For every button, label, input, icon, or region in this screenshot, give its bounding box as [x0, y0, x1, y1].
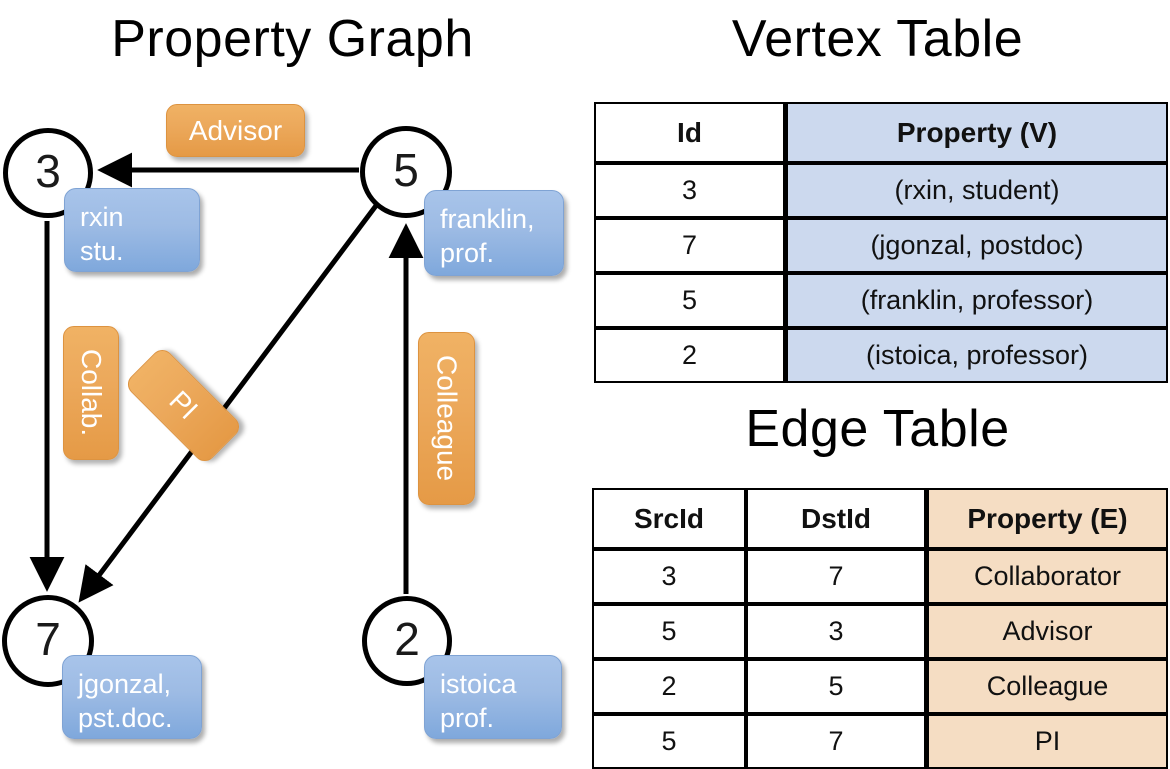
graph-node-2-label: 2	[394, 613, 420, 665]
graph-node-2[interactable]: 2	[362, 596, 452, 686]
vertex-table-cell-id: 2	[594, 328, 785, 383]
vertex-table-header-id: Id	[594, 102, 785, 163]
edge-table-cell-dstid: 7	[746, 714, 926, 769]
graph-node-5[interactable]: 5	[360, 126, 452, 218]
vertex-callout-franklin-line2: prof.	[440, 238, 495, 268]
edge-table-cell-srcid: 3	[592, 549, 746, 604]
edge-table-cell-property: Advisor	[926, 604, 1168, 659]
edge-5-to-7	[78, 201, 381, 603]
edge-table-cell-dstid: 3	[746, 604, 926, 659]
vertex-callout-rxin: rxin stu.	[64, 188, 200, 272]
edge-table-header-dstid: DstId	[746, 488, 926, 549]
vertex-callout-jgonzal-line1: jgonzal,	[78, 669, 172, 699]
vertex-callout-jgonzal-line2: pst.doc.	[78, 703, 173, 733]
edge-table-row[interactable]: 3 7 Collaborator	[592, 549, 1168, 604]
edge-table-cell-property: Colleague	[926, 659, 1168, 714]
vertex-table-header-property: Property (V)	[785, 102, 1168, 163]
vertex-table-cell-property: (jgonzal, postdoc)	[785, 218, 1168, 273]
edge-table-cell-property: PI	[926, 714, 1168, 769]
vertex-table-cell-id: 5	[594, 273, 785, 328]
vertex-table-cell-property: (franklin, professor)	[785, 273, 1168, 328]
vertex-callout-jgonzal: jgonzal, pst.doc.	[62, 655, 202, 739]
vertex-callout-rxin-line1: rxin	[80, 202, 124, 232]
edge-table-header-srcid: SrcId	[592, 488, 746, 549]
edge-table: SrcId DstId Property (E) 3 7 Collaborato…	[592, 488, 1168, 769]
edge-table-cell-srcid: 5	[592, 714, 746, 769]
edge-label-collab: Collab.	[63, 326, 119, 460]
vertex-callout-rxin-line2: stu.	[80, 236, 124, 266]
edge-label-collab-text: Collab.	[76, 349, 107, 437]
vertex-callout-istoica-line2: prof.	[440, 703, 495, 733]
graph-edges-layer	[29, 152, 424, 603]
edge-label-advisor-text: Advisor	[188, 114, 283, 146]
vertex-table-row[interactable]: 5 (franklin, professor)	[594, 273, 1168, 328]
vertex-table-row[interactable]: 2 (istoica, professor)	[594, 328, 1168, 383]
page-title-vertex-table: Vertex Table	[731, 10, 1024, 68]
edge-label-colleague: Colleague	[418, 332, 475, 505]
edge-table-cell-dstid: 5	[746, 659, 926, 714]
graph-node-7-label: 7	[35, 613, 61, 665]
edge-label-pi-text: PI	[163, 384, 205, 426]
edge-table-header-row: SrcId DstId Property (E)	[592, 488, 1168, 549]
edge-table-cell-srcid: 2	[592, 659, 746, 714]
vertex-callout-franklin: franklin, prof.	[424, 190, 564, 276]
edge-label-advisor: Advisor	[166, 104, 305, 157]
vertex-table-cell-id: 3	[594, 163, 785, 218]
vertex-table-cell-property: (rxin, student)	[785, 163, 1168, 218]
vertex-table-cell-property: (istoica, professor)	[785, 328, 1168, 383]
graph-node-5-label: 5	[393, 144, 419, 196]
graph-node-3-label: 3	[35, 145, 61, 197]
vertex-table: Id Property (V) 3 (rxin, student) 7 (jgo…	[594, 102, 1168, 383]
vertex-table-row[interactable]: 3 (rxin, student)	[594, 163, 1168, 218]
page-title-edge-table: Edge Table	[745, 400, 1010, 458]
vertex-table-header-row: Id Property (V)	[594, 102, 1168, 163]
edge-table-row[interactable]: 5 3 Advisor	[592, 604, 1168, 659]
edge-label-colleague-text: Colleague	[431, 355, 463, 482]
vertex-callout-istoica-line1: istoica	[440, 669, 517, 699]
vertex-table-row[interactable]: 7 (jgonzal, postdoc)	[594, 218, 1168, 273]
vertex-callout-istoica: istoica prof.	[424, 655, 562, 739]
edge-table-cell-property: Collaborator	[926, 549, 1168, 604]
vertex-table-cell-id: 7	[594, 218, 785, 273]
edge-table-cell-srcid: 5	[592, 604, 746, 659]
edge-table-row[interactable]: 2 5 Colleague	[592, 659, 1168, 714]
page-title-property-graph: Property Graph	[111, 10, 474, 68]
edge-table-header-property: Property (E)	[926, 488, 1168, 549]
edge-table-row[interactable]: 5 7 PI	[592, 714, 1168, 769]
vertex-callout-franklin-line1: franklin,	[440, 204, 535, 234]
edge-table-cell-dstid: 7	[746, 549, 926, 604]
property-graph-panel: 3 5 7 2 rxin stu. franklin, prof. jgonza…	[0, 0, 585, 760]
